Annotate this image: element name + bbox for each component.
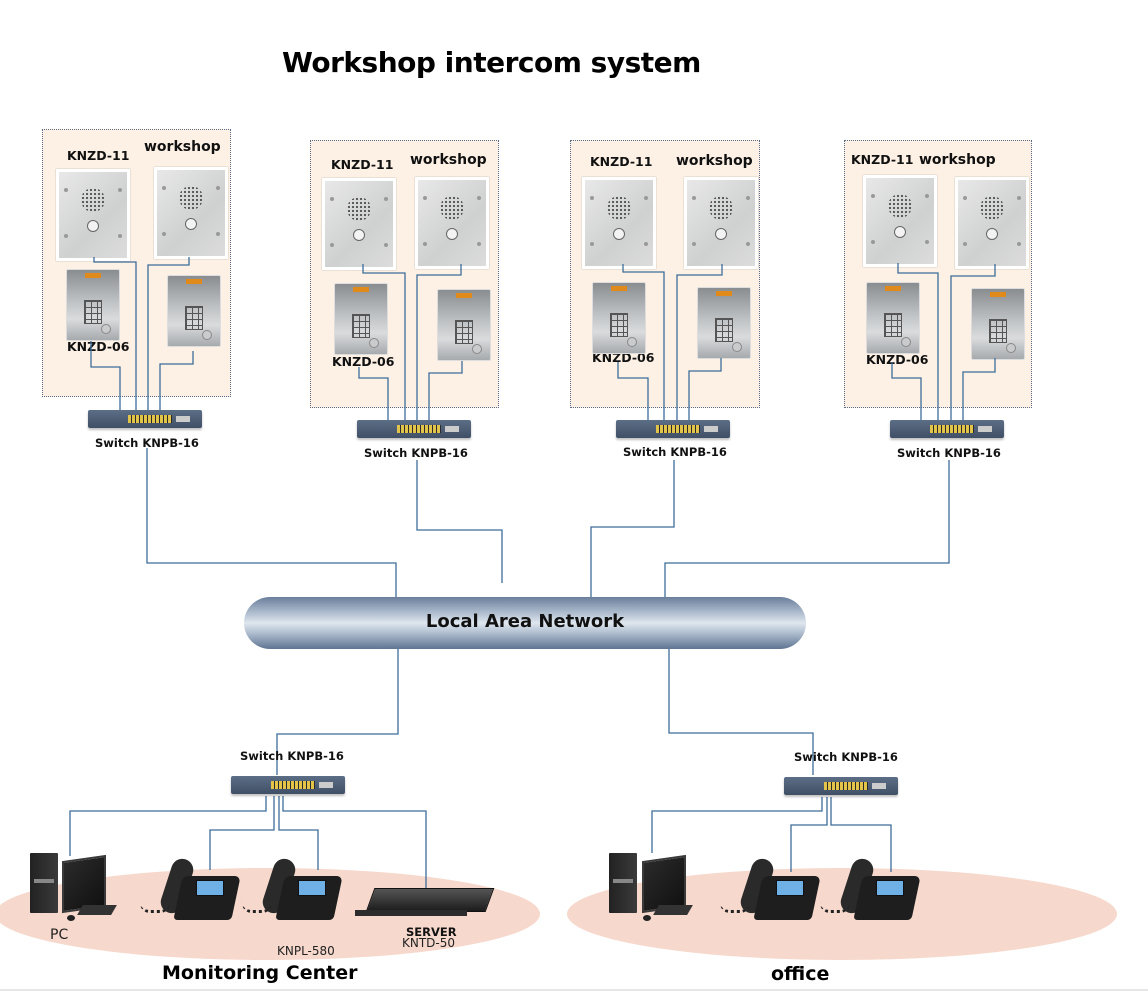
ip-phone — [242, 855, 343, 920]
knzd06-keypad-intercom — [697, 287, 751, 359]
knzd06-keypad-intercom — [592, 282, 646, 354]
workshop-label: workshop — [144, 139, 221, 155]
knzd06-keypad-intercom — [66, 269, 120, 341]
monitoring-center-label: Monitoring Center — [162, 962, 358, 984]
knzd06-label: KNZD-06 — [866, 352, 929, 367]
server-front — [355, 910, 467, 916]
knzd06-keypad-intercom — [866, 282, 920, 354]
lan-label: Local Area Network — [425, 611, 625, 632]
workshop-label: workshop — [410, 152, 487, 168]
knzd11-intercom — [56, 169, 130, 261]
ip-phone — [720, 855, 821, 920]
knzd11-intercom — [322, 178, 396, 270]
diagram-title: Workshop intercom system — [282, 46, 701, 79]
keyboard-icon — [77, 905, 117, 915]
knzd11-intercom — [582, 177, 656, 269]
knzd11-label: KNZD-11 — [851, 152, 914, 167]
knzd11-intercom — [863, 175, 937, 267]
network-switch — [357, 420, 471, 438]
ip-phone — [820, 855, 921, 920]
pc-tower — [609, 853, 637, 913]
network-switch — [88, 410, 202, 428]
divider — [0, 989, 1148, 991]
knzd11-label: KNZD-11 — [67, 148, 130, 163]
knzd11-intercom — [154, 167, 228, 259]
mouse-icon — [643, 915, 651, 921]
switch-label: Switch KNPB-16 — [364, 446, 468, 460]
switch-label: Switch KNPB-16 — [623, 445, 727, 459]
knzd06-label: KNZD-06 — [67, 339, 130, 354]
server-label: SERVER — [406, 925, 457, 939]
server-icon — [365, 888, 495, 912]
office-label: office — [771, 963, 830, 985]
phone-model-label: KNPL-580 — [277, 944, 335, 958]
network-switch — [784, 777, 898, 795]
mouse-icon — [67, 915, 75, 921]
network-switch — [231, 776, 345, 794]
network-switch — [616, 420, 730, 438]
switch-label: Switch KNPB-16 — [794, 750, 898, 764]
server-model-label: KNTD-50 — [402, 936, 456, 950]
switch-label: Switch KNPB-16 — [897, 446, 1001, 460]
switch-label: Switch KNPB-16 — [95, 436, 199, 450]
knzd06-label: KNZD-06 — [332, 354, 395, 369]
local-area-network: Local Area Network — [244, 597, 806, 649]
network-switch — [890, 420, 1004, 438]
knzd11-intercom — [684, 177, 758, 269]
workshop-label: workshop — [919, 152, 996, 168]
knzd06-keypad-intercom — [167, 275, 221, 347]
switch-label: Switch KNPB-16 — [240, 749, 344, 763]
knzd11-intercom — [415, 177, 489, 269]
workshop-label: workshop — [676, 153, 753, 169]
knzd11-label: KNZD-11 — [331, 157, 394, 172]
keyboard-icon — [653, 905, 693, 915]
knzd11-intercom — [955, 177, 1029, 269]
pc-tower — [30, 853, 58, 913]
knzd06-keypad-intercom — [971, 288, 1025, 360]
pc-label: PC — [50, 927, 69, 943]
ip-phone — [140, 855, 241, 920]
knzd06-keypad-intercom — [437, 289, 491, 361]
knzd11-label: KNZD-11 — [590, 154, 653, 169]
knzd06-keypad-intercom — [334, 283, 388, 355]
